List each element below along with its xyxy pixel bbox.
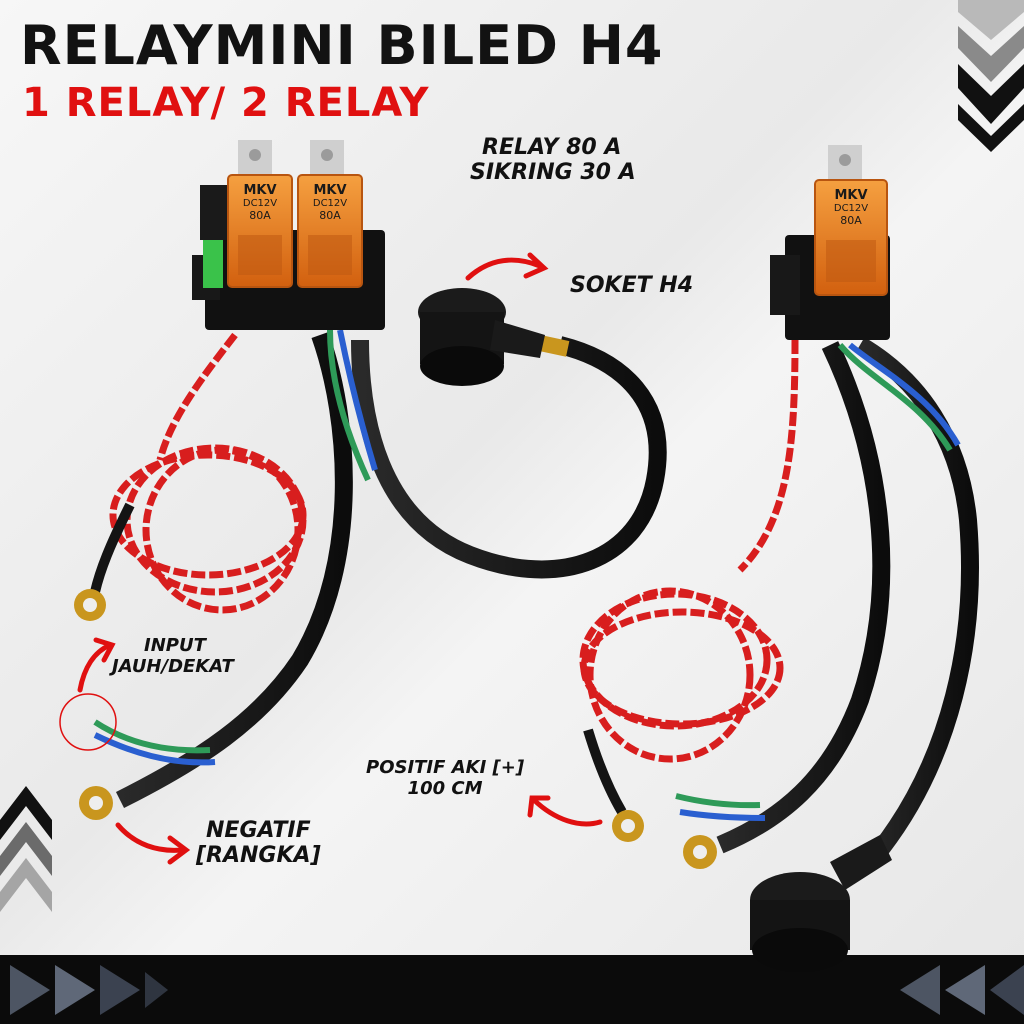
relay-spec-text: RELAY 80 A — [482, 135, 622, 160]
double-relay-block — [192, 140, 385, 330]
positive-label-line2: 100 CM — [407, 778, 483, 799]
relay-3-brand: MKV — [834, 188, 868, 203]
arrow-to-negatif-icon — [115, 822, 191, 865]
left-red-coil — [109, 332, 307, 614]
relay-3-rating: 80A — [840, 214, 862, 227]
relay-2-voltage: DC12V — [312, 198, 348, 209]
right-h4-socket — [750, 835, 892, 972]
single-relay-block — [770, 145, 890, 340]
left-green-wire — [93, 719, 211, 754]
right-ring-terminal-positive — [612, 810, 644, 842]
right-main-cable — [716, 341, 891, 854]
relay-2-marking: MKV DC12V 80A — [302, 183, 358, 222]
relay-1-marking: MKV DC12V 80A — [232, 183, 288, 222]
page-title: RELAYMINI BILED H4 — [20, 14, 664, 77]
relay-1-brand: MKV — [243, 183, 277, 198]
left-relay-green-wire — [327, 329, 371, 482]
bottom-left-arrows-icon — [10, 965, 168, 1015]
left-ground-lead — [90, 502, 135, 594]
positive-label: POSITIF AKI [+] 100 CM — [366, 757, 524, 799]
left-relay-blue-wire — [337, 329, 378, 471]
relay-3-voltage: DC12V — [833, 203, 869, 214]
relay-1-rating: 80A — [249, 209, 271, 222]
right-blue-wire — [679, 809, 766, 821]
input-label: INPUT JAUH/DEKAT — [112, 635, 234, 677]
fuse-icon — [203, 240, 223, 288]
left-ring-terminal-bottom — [79, 786, 113, 820]
left-socket-cable — [351, 336, 667, 579]
relay-2-brand: MKV — [313, 183, 347, 198]
fuse-spec-text: SIKRING 30 A — [470, 160, 636, 185]
input-highlight-circle — [59, 693, 117, 751]
arrow-to-socket-icon — [465, 252, 549, 281]
socket-label: SOKET H4 — [570, 273, 694, 298]
relay-2-rating: 80A — [319, 209, 341, 222]
left-ring-terminal-top — [74, 589, 106, 621]
positive-label-line1: POSITIF AKI [+] — [366, 757, 525, 778]
arrow-to-positif-icon — [527, 795, 603, 827]
left-main-cable — [115, 332, 353, 809]
negative-label: NEGATIF [RANGKA] — [196, 818, 321, 868]
left-blue-wire — [93, 732, 216, 766]
right-red-coil — [579, 339, 799, 763]
right-positive-lead — [583, 728, 627, 815]
right-ring-terminal-ground — [683, 835, 717, 869]
right-green-wire — [675, 793, 761, 809]
right-relay-blue-wire — [848, 342, 961, 447]
bottom-right-arrows-icon — [900, 965, 1024, 1015]
right-relay-green-wire — [837, 343, 953, 452]
bottom-left-chevron-icon — [0, 786, 52, 912]
negative-label-line1: NEGATIF — [206, 818, 311, 843]
input-label-line1: INPUT — [144, 635, 206, 656]
arrow-to-input-icon — [77, 637, 116, 693]
left-h4-socket — [418, 288, 570, 386]
relay-3-marking: MKV DC12V 80A — [822, 188, 880, 227]
input-label-line2: JAUH/DEKAT — [112, 656, 234, 677]
page-subtitle: 1 RELAY/ 2 RELAY — [22, 80, 430, 126]
relay-spec-label: RELAY 80 A SIKRING 30 A — [470, 135, 636, 185]
negative-label-line2: [RANGKA] — [196, 843, 321, 868]
top-right-chevron-icon — [958, 0, 1024, 152]
relay-1-voltage: DC12V — [242, 198, 278, 209]
